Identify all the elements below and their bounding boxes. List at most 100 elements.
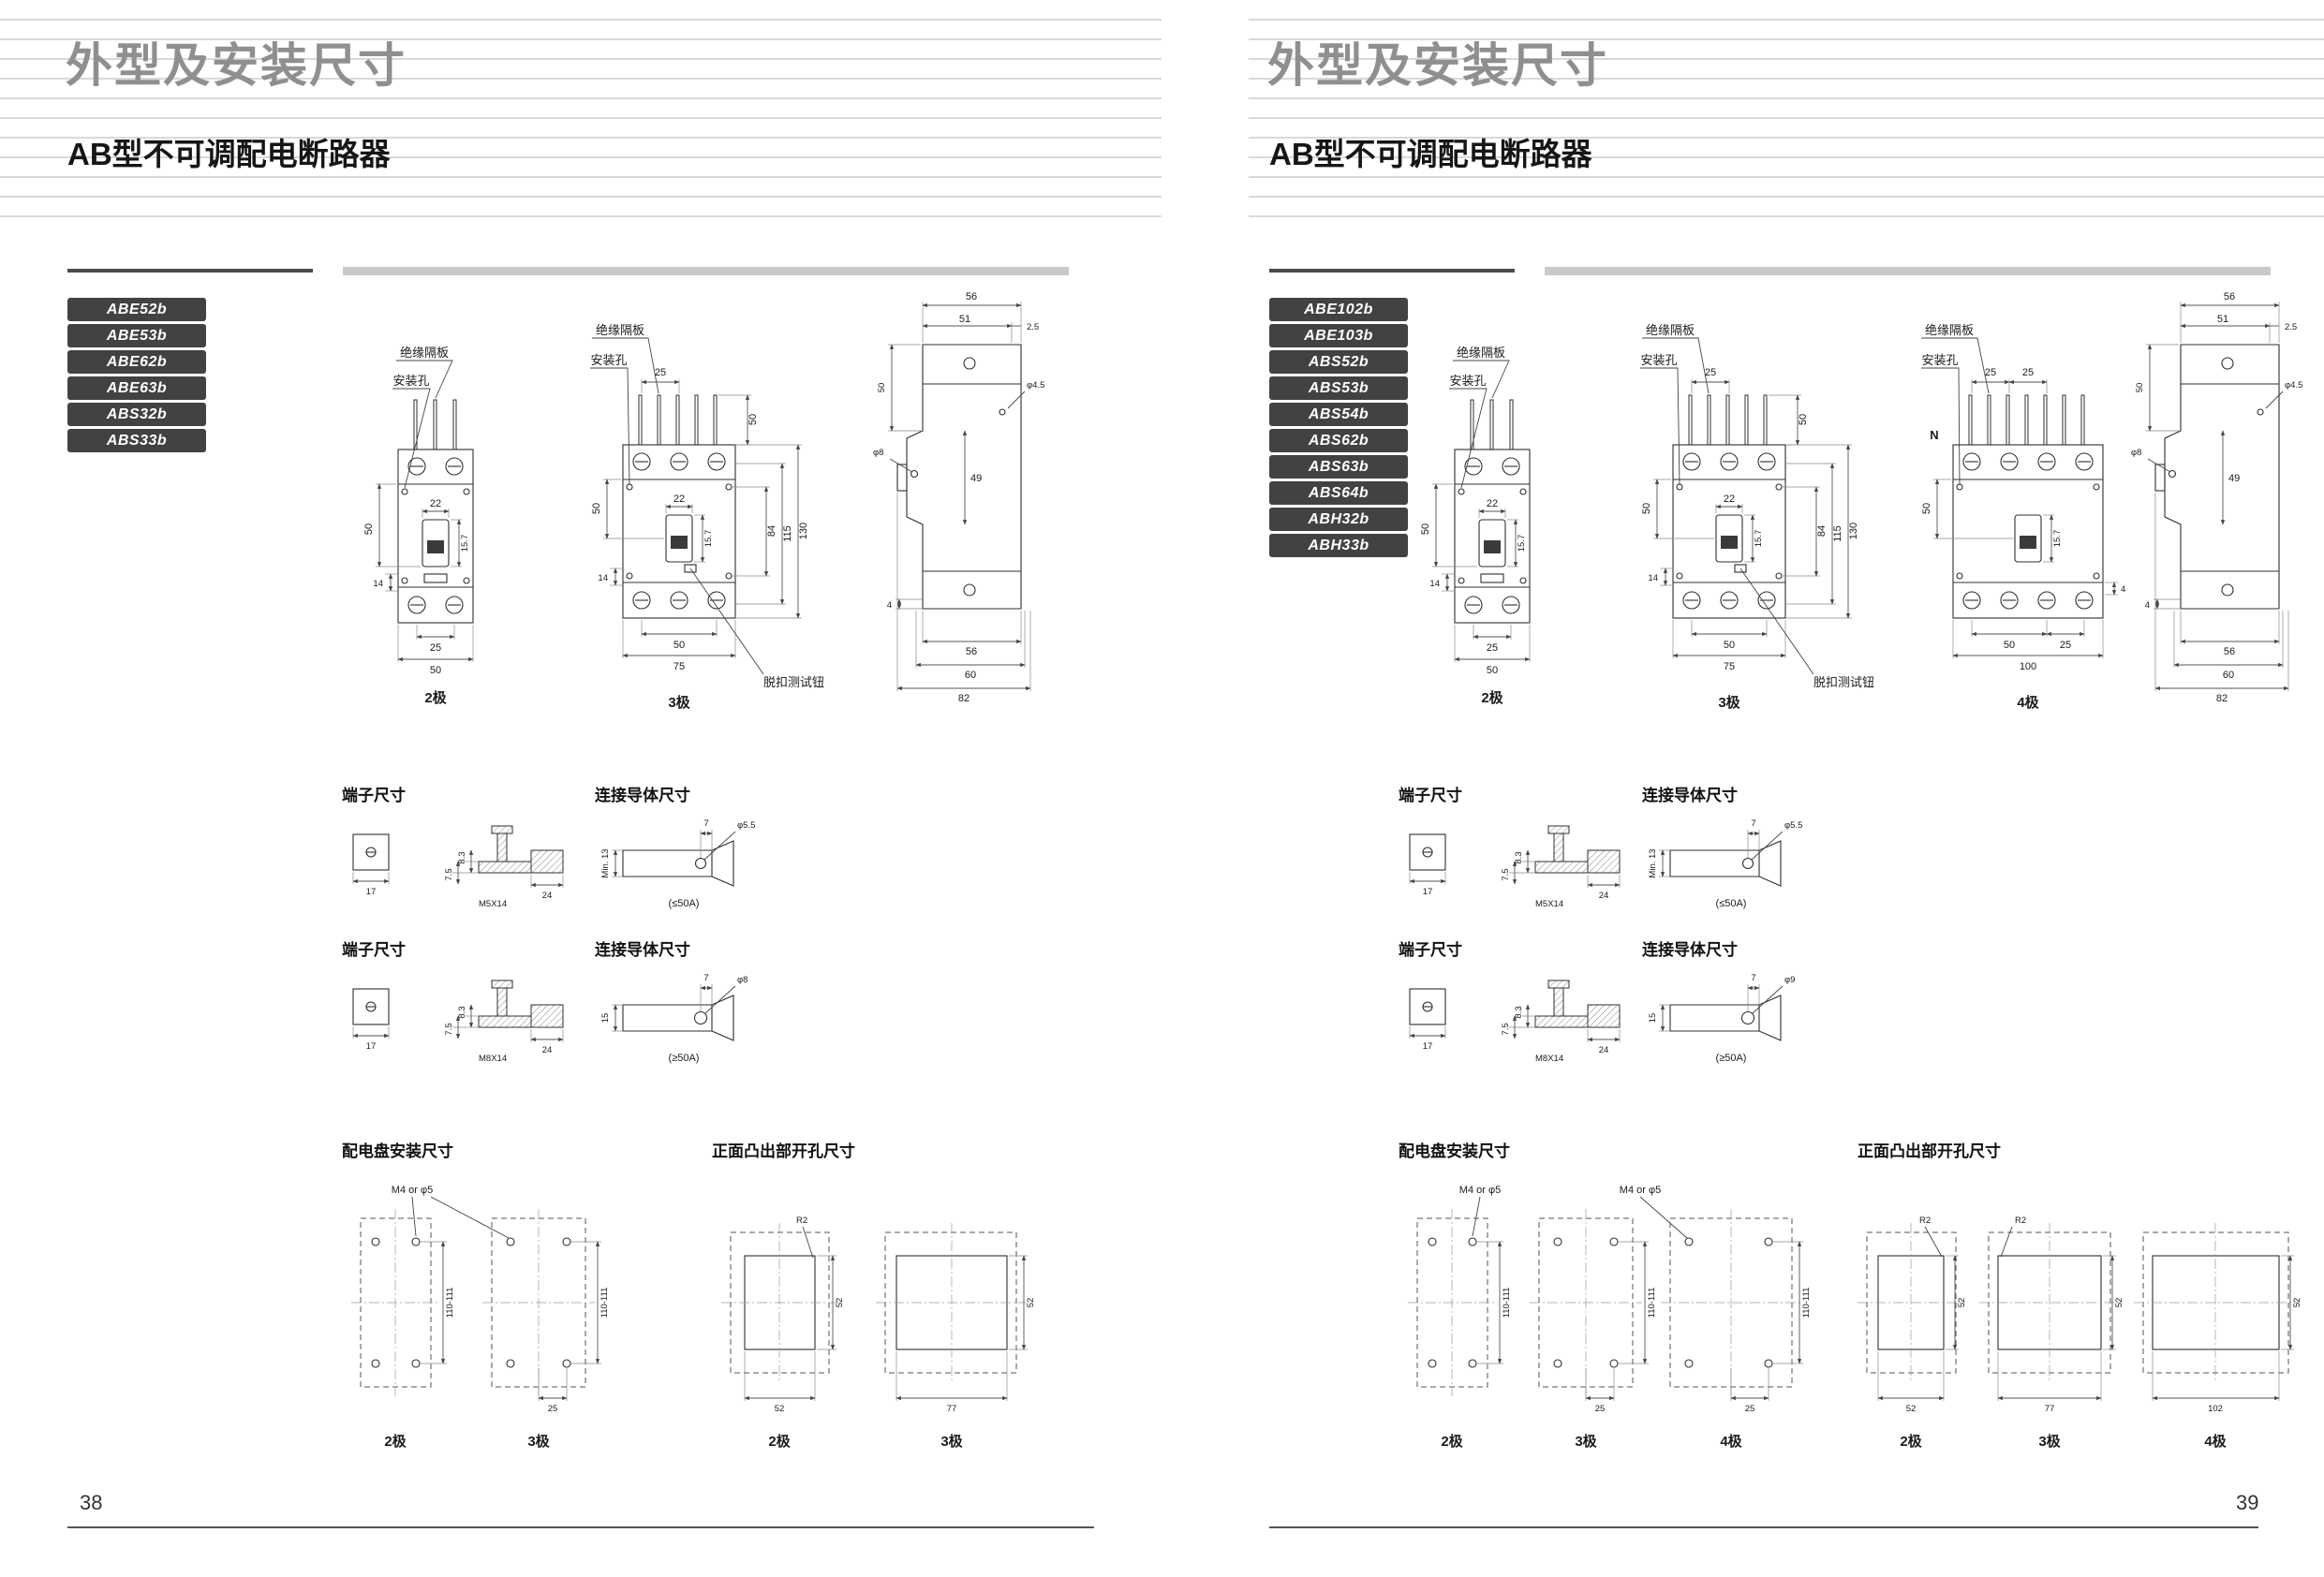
side-view: 56 51 2.5 50 φ8 49 φ4.5 4 56 60 82 xyxy=(2129,281,2317,726)
dim-115: 115 xyxy=(1832,525,1843,542)
dim-84: 84 xyxy=(766,525,777,537)
mount-screw-label: M4 or φ5 xyxy=(1620,1185,1661,1196)
dim-front-49: 49 xyxy=(2228,473,2240,484)
page-title: 外型及安装尺寸 xyxy=(1267,39,1608,92)
dim-14: 14 xyxy=(1648,573,1658,583)
dim-min-13: Min. 13 xyxy=(600,848,611,877)
terminal-size-figure-large: 端子尺寸 17 8.3 xyxy=(342,936,571,1078)
dim-110-111: 110-111 xyxy=(600,1288,610,1319)
mount-screw-label: M4 or φ5 xyxy=(392,1185,433,1196)
dim-step-4: 4 xyxy=(887,600,892,611)
dim-hole-phi45: φ4.5 xyxy=(2285,380,2302,391)
side-view-drawing: 56 51 2.5 50 φ8 49 φ4.5 4 56 60 82 xyxy=(2131,291,2302,704)
figure-title: 端子尺寸 xyxy=(342,787,406,804)
outline-geometry xyxy=(352,980,564,1042)
outline-geometry xyxy=(1432,360,1531,662)
model-badge: ABS33b xyxy=(67,429,206,452)
dim-handle-22: 22 xyxy=(1487,498,1498,509)
dim-handle-22: 22 xyxy=(1724,494,1735,505)
dim-14: 14 xyxy=(1429,579,1440,589)
dim-hole-phi9: φ9 xyxy=(1784,975,1795,985)
page-subtitle: AB型不可调配电断路器 xyxy=(67,137,391,171)
outline-geometry xyxy=(612,984,736,1041)
dim-front-49: 49 xyxy=(970,473,982,484)
dim-pole-pitch-25: 25 xyxy=(2022,367,2034,378)
model-list: ABE52b ABE53b ABE62b ABE63b ABS32b ABS33… xyxy=(67,298,206,455)
dim-r2: R2 xyxy=(2015,1216,2026,1226)
front-view-3pole: 绝缘隔板 安装孔 25 50 22 15.7 14 50 84 115 130 … xyxy=(1621,314,1902,721)
dim-bottom-60: 60 xyxy=(2223,670,2234,681)
dim-pitch-25: 25 xyxy=(2060,640,2071,651)
model-badge: ABS64b xyxy=(1269,481,1408,505)
front-view-3pole-drawing: 绝缘隔板 安装孔 25 50 22 15.7 14 50 84 115 130 … xyxy=(590,323,824,711)
terminal-size-drawing: 17 8.3 7.5 M8X14 24 xyxy=(352,980,564,1064)
outline-geometry xyxy=(1640,337,1852,675)
dim-handle-157: 15.7 xyxy=(1754,530,1764,548)
divider-gray xyxy=(343,267,1069,275)
outline-geometry xyxy=(1409,980,1621,1042)
dim-8-3: 8.3 xyxy=(1514,1006,1524,1018)
outline-geometry xyxy=(1408,1196,1803,1401)
dim-handle-157: 15.7 xyxy=(460,535,470,553)
dim-width-50: 50 xyxy=(2004,640,2015,651)
dim-110-111: 110-111 xyxy=(1647,1288,1657,1319)
dim-height-50: 50 xyxy=(1420,523,1431,535)
dim-bottom-82: 82 xyxy=(958,693,970,704)
front-view-3pole-drawing: 绝缘隔板 安装孔 25 50 22 15.7 14 50 84 115 130 … xyxy=(1640,323,1874,711)
model-badge: ABH33b xyxy=(1269,534,1408,557)
figure-title: 正面凸出部开孔尺寸 xyxy=(712,1142,855,1160)
decorative-stripes xyxy=(1249,19,2324,217)
front-view-2pole: 绝缘隔板 安装孔 50 22 15.7 14 25 50 2极 xyxy=(342,342,557,721)
rating-caption: (≥50A) xyxy=(1716,1053,1747,1064)
conductor-size-figure-small: 连接导体尺寸 7 φ5.5 Min. 13 (≤50A) xyxy=(595,782,796,923)
mounting-hole-label: 安装孔 xyxy=(1640,353,1677,367)
conductor-size-drawing: 7 φ5.5 Min. 13 (≤50A) xyxy=(600,818,755,909)
terminal-size-drawing: 17 8.3 7.5 M8X14 24 xyxy=(1409,980,1621,1064)
dim-130: 130 xyxy=(1848,523,1859,539)
page-number: 39 xyxy=(2236,1491,2259,1514)
dim-cut-77: 77 xyxy=(2045,1404,2055,1414)
mounting-hole-label: 安装孔 xyxy=(590,353,627,367)
model-badge: ABE53b xyxy=(67,324,206,347)
dim-bottom-56: 56 xyxy=(966,646,977,657)
figure-title: 正面凸出部开孔尺寸 xyxy=(1858,1142,2001,1160)
dim-pole-pitch-25: 25 xyxy=(1705,367,1716,378)
caption-2pole: 2极 xyxy=(1900,1433,1922,1450)
model-list: ABE102b ABE103b ABS52b ABS53b ABS54b ABS… xyxy=(1269,298,1408,560)
front-cutout-drawing: R2 52 52 77 52 2极 3极 xyxy=(721,1216,1036,1450)
dim-cut-h52: 52 xyxy=(1026,1298,1036,1308)
screw-spec: M5X14 xyxy=(1535,899,1563,909)
mounting-hole-label: 安装孔 xyxy=(392,374,429,388)
dim-110-111: 110-111 xyxy=(1801,1288,1812,1319)
dim-width-75: 75 xyxy=(1724,661,1735,672)
dim-17: 17 xyxy=(1423,1041,1433,1052)
insulation-barrier-label: 绝缘隔板 xyxy=(1925,323,1974,337)
dim-handle-157: 15.7 xyxy=(1517,535,1527,553)
mounting-hole-label: 安装孔 xyxy=(1449,374,1486,388)
dim-top-56: 56 xyxy=(966,291,977,302)
panel-mount-drawing: M4 or φ5 M4 or φ5 110-111 110-111 110-11… xyxy=(1408,1185,1812,1450)
outline-geometry xyxy=(888,302,1031,691)
figure-title: 连接导体尺寸 xyxy=(595,941,690,959)
dim-115: 115 xyxy=(782,525,793,542)
figure-title: 连接导体尺寸 xyxy=(595,787,690,804)
dim-7: 7 xyxy=(1751,973,1755,983)
outline-geometry xyxy=(1858,1223,2298,1401)
terminal-size-figure-small: 端子尺寸 17 8.3 xyxy=(342,782,571,923)
dim-r2: R2 xyxy=(796,1216,807,1226)
dim-height-50: 50 xyxy=(363,523,375,535)
dim-width-100: 100 xyxy=(2020,661,2036,672)
dim-pole-pitch-25: 25 xyxy=(1487,642,1498,654)
dim-24: 24 xyxy=(1599,1045,1609,1055)
caption-3pole: 3极 xyxy=(527,1433,550,1450)
rating-caption: (≤50A) xyxy=(1716,898,1747,909)
dim-hole-phi8: φ8 xyxy=(873,448,883,458)
screw-spec: M5X14 xyxy=(479,899,507,909)
dim-min-13: Min. 13 xyxy=(1648,848,1658,877)
caption-3pole: 3极 xyxy=(940,1433,963,1450)
dim-handle-157: 15.7 xyxy=(703,530,714,548)
caption-3pole: 3极 xyxy=(1575,1433,1597,1450)
terminal-size-figure-large: 端子尺寸 17 8.3 xyxy=(1399,936,1628,1078)
dim-hole-phi8: φ8 xyxy=(2131,448,2141,458)
outline-geometry xyxy=(721,1223,1028,1401)
